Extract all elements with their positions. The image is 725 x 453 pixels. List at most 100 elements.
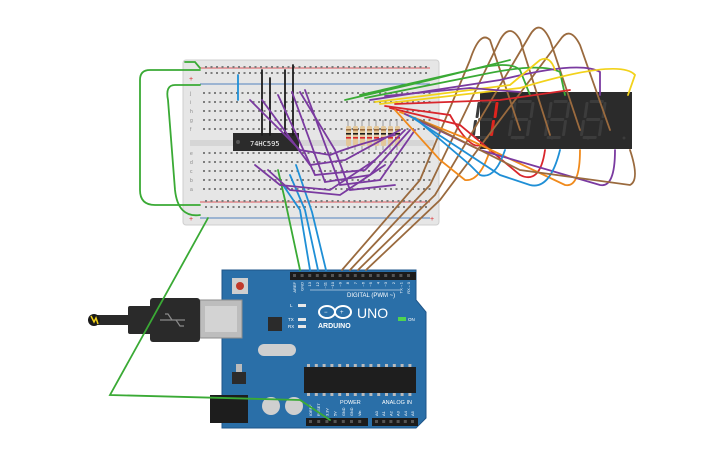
svg-text:TX: TX: [288, 317, 294, 322]
svg-text:e: e: [190, 151, 193, 157]
capacitor: [285, 397, 303, 415]
svg-text:+: +: [189, 216, 193, 223]
segment-g: [586, 118, 601, 121]
dc-jack: [210, 395, 248, 423]
analog-label: ANALOG IN: [382, 400, 412, 406]
svg-text:AREF: AREF: [292, 281, 297, 292]
svg-text:A1: A1: [381, 410, 386, 416]
svg-text:GND: GND: [350, 407, 354, 416]
svg-text:A2: A2: [388, 410, 393, 416]
segment-b: [529, 102, 535, 118]
svg-text:i: i: [190, 100, 191, 106]
digital-header-label: DIGITAL (PWM ~): [347, 293, 395, 299]
svg-text:L: L: [290, 303, 293, 308]
svg-text:A0: A0: [374, 410, 379, 416]
power-label: POWER: [340, 400, 361, 406]
svg-text:7: 7: [353, 281, 358, 284]
brand-label: ARDUINO: [318, 323, 351, 330]
svg-text:+: +: [430, 216, 434, 223]
segment-g: [478, 118, 493, 121]
segment-a: [517, 100, 532, 103]
svg-text:GND: GND: [300, 282, 305, 291]
resistor[interactable]: [381, 126, 386, 146]
usb-cable[interactable]: [88, 298, 200, 342]
shift-register-chip[interactable]: 74HC595: [233, 133, 299, 151]
chip-label: 74HC595: [250, 140, 280, 148]
crystal: [258, 344, 296, 356]
segment-a: [589, 100, 604, 103]
power-header: [306, 418, 368, 426]
usb-chip: [268, 317, 282, 331]
svg-text:8: 8: [345, 281, 350, 284]
svg-text:j: j: [189, 91, 191, 97]
segment-b: [493, 102, 499, 118]
svg-text:~11: ~11: [322, 281, 327, 288]
svg-text:ON: ON: [408, 317, 415, 322]
svg-text:4: 4: [376, 281, 381, 284]
segment-b: [565, 102, 571, 118]
voltage-regulator: [232, 372, 246, 384]
svg-text:TX→1: TX→1: [398, 281, 403, 293]
svg-text:RESET: RESET: [317, 403, 321, 416]
svg-text:+: +: [340, 310, 344, 316]
svg-text:A4: A4: [403, 410, 408, 416]
segment-e: [580, 120, 586, 136]
svg-text:~6: ~6: [360, 281, 365, 286]
segment-b: [601, 102, 607, 118]
resistor[interactable]: [360, 126, 365, 146]
svg-text:GND: GND: [342, 407, 346, 416]
analog-header: [372, 418, 418, 426]
svg-text:Vin: Vin: [358, 411, 362, 416]
svg-text:RX: RX: [288, 324, 294, 329]
svg-text:12: 12: [315, 281, 320, 286]
svg-text:−: −: [324, 310, 328, 316]
segment-f: [475, 102, 481, 118]
svg-text:A5: A5: [410, 410, 415, 416]
svg-text:13: 13: [307, 281, 312, 286]
svg-text:5V: 5V: [334, 411, 338, 416]
atmega-chip: [304, 367, 416, 393]
digital-header: [290, 272, 416, 280]
capacitor: [262, 397, 280, 415]
svg-text:h: h: [190, 109, 193, 115]
segment-d: [510, 136, 525, 139]
svg-text:RX←0: RX←0: [406, 281, 411, 294]
svg-text:b: b: [190, 178, 193, 184]
arduino-logo: − +: [318, 305, 352, 319]
svg-text:d: d: [190, 160, 193, 166]
segment-d: [582, 136, 597, 139]
resistor[interactable]: [346, 126, 351, 146]
segment-c: [562, 120, 568, 136]
segment-f: [583, 102, 589, 118]
svg-text:~10: ~10: [330, 281, 335, 289]
segment-g: [550, 118, 565, 121]
on-led: [398, 317, 406, 321]
svg-text:3.3V: 3.3V: [325, 408, 329, 416]
segment-c: [598, 120, 604, 136]
display-segments: [472, 100, 626, 140]
segment-e: [508, 120, 514, 136]
wires[interactable]: [108, 26, 637, 421]
segment-a: [553, 100, 568, 103]
svg-text:~9: ~9: [338, 281, 343, 286]
segment-f: [547, 102, 553, 118]
resistor[interactable]: [353, 126, 358, 146]
segment-c: [526, 120, 532, 136]
svg-text:g: g: [190, 118, 193, 124]
svg-text:IOREF: IOREF: [309, 404, 313, 416]
svg-text:+: +: [189, 76, 193, 83]
svg-text:c: c: [190, 169, 193, 175]
svg-text:~5: ~5: [368, 281, 373, 286]
svg-text:A3: A3: [396, 410, 401, 416]
status-leds: L TX RX: [288, 303, 306, 329]
model-label: UNO: [357, 305, 388, 321]
segment-d: [546, 136, 561, 139]
svg-text:2: 2: [391, 281, 396, 284]
svg-text:a: a: [190, 187, 193, 193]
svg-text:~3: ~3: [383, 281, 388, 286]
